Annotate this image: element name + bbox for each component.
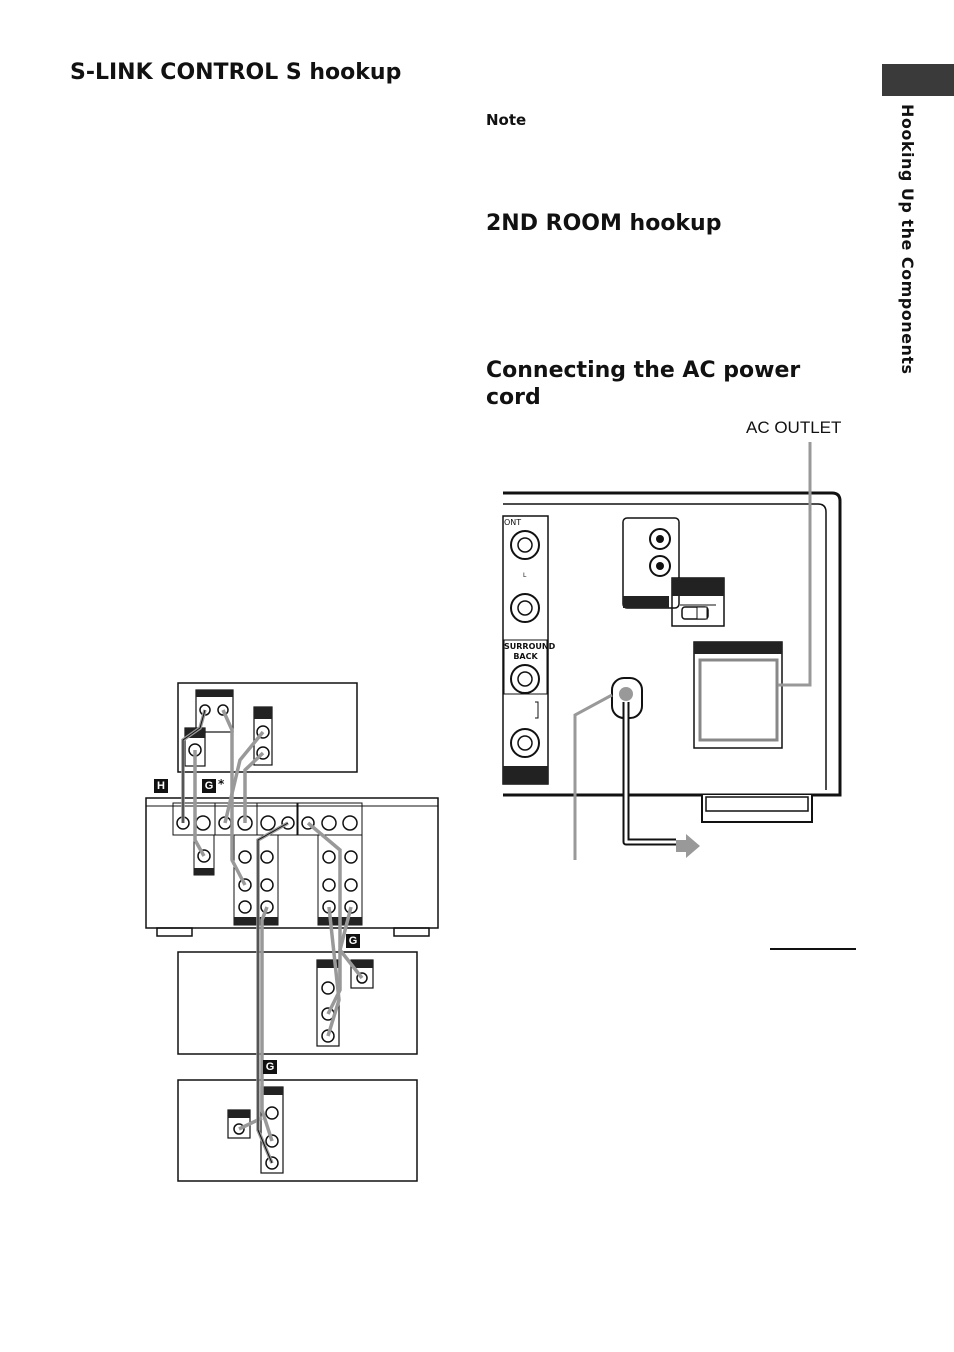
page-title-slink: S-LINK CONTROL S hookup xyxy=(70,60,402,85)
marker-g-star: G xyxy=(202,779,216,793)
marker-h: H xyxy=(154,779,168,793)
divider-rule xyxy=(770,948,856,950)
heading-2nd-room: 2ND ROOM hookup xyxy=(486,211,722,236)
marker-g-1: G xyxy=(346,934,360,948)
star-note: * xyxy=(218,777,225,791)
note-label: Note xyxy=(486,111,527,129)
section-tab-marker xyxy=(882,64,954,96)
ac-outlet-label: AC OUTLET xyxy=(746,418,842,437)
marker-g-2: G xyxy=(263,1060,277,1074)
heading-ac-power: Connecting the AC power cord xyxy=(486,358,801,410)
jack-label-front: ONT xyxy=(504,518,522,527)
jack-label-l: L xyxy=(523,572,527,579)
section-side-title: Hooking Up the Components xyxy=(898,104,917,375)
surround-back-label: SURROUND BACK xyxy=(504,642,556,661)
